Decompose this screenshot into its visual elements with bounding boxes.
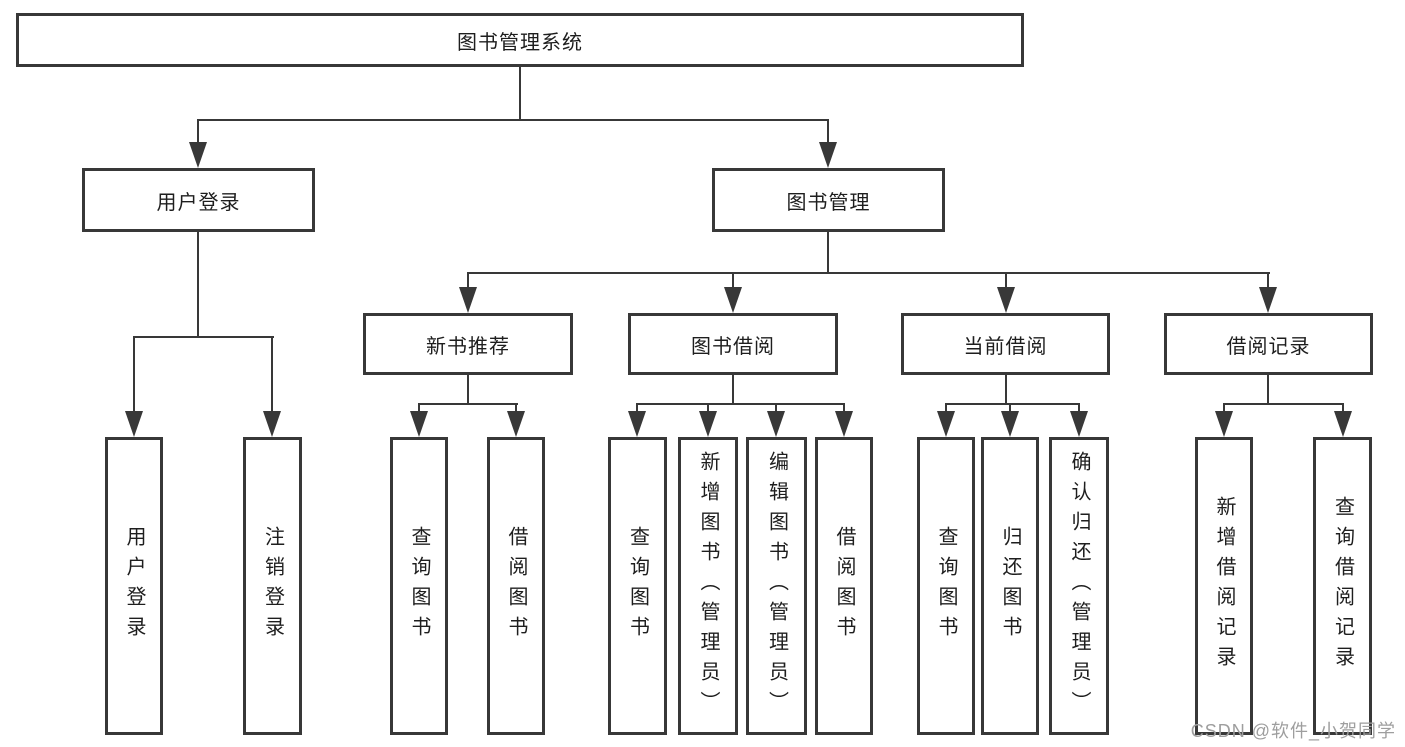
leaf-borrow-books-borrowing-label: 借阅图书 [833,526,855,646]
leaf-confirm-return-admin: 确认归还（管理员） [1049,437,1109,735]
leaf-query-books-recommend-label: 查询图书 [408,526,430,646]
connector-user-login-rail [133,336,274,338]
connector-user-login-stem [197,232,199,338]
connector-drop-query-recommend [418,403,420,417]
connector-drop-leaf-logout [271,336,273,416]
leaf-query-borrow-record: 查询借阅记录 [1313,437,1372,735]
leaf-return-books: 归还图书 [981,437,1039,735]
arrow-icon-book-borrowing [724,287,742,313]
leaf-borrow-books-recommend-label: 借阅图书 [505,526,527,646]
connector-book-borrowing-rail [636,403,845,405]
connector-drop-borrowing-records [1267,272,1269,294]
arrow-icon-new-book [459,287,477,313]
leaf-edit-books-admin-label: 编辑图书（管理员） [765,451,788,721]
leaf-borrow-books-borrowing: 借阅图书 [815,437,873,735]
arrow-icon-current-borrowing [997,287,1015,313]
connector-root-stem [519,67,521,120]
leaf-user-login: 用户登录 [105,437,163,735]
connector-current-borrowing-stem [1005,375,1007,405]
leaf-query-books-recommend: 查询图书 [390,437,448,735]
leaf-user-login-label: 用户登录 [123,526,145,646]
leaf-add-borrow-record-label: 新增借阅记录 [1213,496,1235,676]
leaf-add-books-admin-label: 新增图书（管理员） [697,451,719,721]
arrow-icon-query-borrowing [628,411,646,437]
arrow-icon-query-recommend [410,411,428,437]
connector-drop-borrow-borrowing [843,403,845,417]
arrow-icon-leaf-logout [263,411,281,437]
connector-drop-book-management [827,119,829,151]
node-book-borrowing: 图书借阅 [628,313,838,375]
connector-drop-new-book [467,272,469,294]
leaf-borrow-books-recommend: 借阅图书 [487,437,545,735]
connector-drop-user-login [197,119,199,151]
connector-book-management-stem [827,232,829,274]
connector-current-borrowing-rail [945,403,1080,405]
connector-drop-query-current [945,403,947,417]
connector-drop-query-record [1342,403,1344,417]
arrow-icon-query-current [937,411,955,437]
arrow-icon-edit-books [767,411,785,437]
connector-book-borrowing-stem [732,375,734,405]
leaf-query-books-borrowing-label: 查询图书 [626,526,649,646]
leaf-query-books-borrowing: 查询图书 [608,437,667,735]
connector-level3-rail [467,272,1270,274]
leaf-query-books-current: 查询图书 [917,437,975,735]
arrow-icon-query-record [1334,411,1352,437]
leaf-edit-books-admin: 编辑图书（管理员） [746,437,807,735]
connector-borrowing-records-rail [1223,403,1343,405]
node-root: 图书管理系统 [16,13,1024,67]
connector-drop-return-books [1009,403,1011,417]
connector-drop-edit-books [775,403,777,417]
leaf-query-books-current-label: 查询图书 [935,526,957,646]
connector-drop-current-borrowing [1005,272,1007,294]
connector-drop-leaf-user-login [133,336,135,416]
arrow-icon-confirm-return [1070,411,1088,437]
leaf-return-books-label: 归还图书 [999,526,1021,646]
leaf-add-borrow-record: 新增借阅记录 [1195,437,1253,735]
connector-new-book-stem [467,375,469,405]
arrow-icon-leaf-user-login [125,411,143,437]
arrow-icon-borrowing-records [1259,287,1277,313]
connector-drop-borrow-recommend [515,403,517,417]
connector-level2-rail [197,119,829,121]
arrow-icon-borrow-recommend [507,411,525,437]
node-current-borrowing: 当前借阅 [901,313,1110,375]
arrow-icon-return-books [1001,411,1019,437]
leaf-logout-label: 注销登录 [261,526,284,646]
connector-drop-add-record [1223,403,1225,417]
arrow-icon-borrow-borrowing [835,411,853,437]
connector-drop-book-borrowing [732,272,734,294]
arrow-icon-book-management [819,142,837,168]
leaf-confirm-return-admin-label: 确认归还（管理员） [1068,451,1090,721]
connector-drop-query-borrowing [636,403,638,417]
arrow-icon-user-login [189,142,207,168]
connector-drop-confirm-return [1078,403,1080,417]
node-book-management: 图书管理 [712,168,945,232]
leaf-add-books-admin: 新增图书（管理员） [678,437,738,735]
leaf-logout: 注销登录 [243,437,302,735]
csdn-watermark: CSDN @软件_小贺同学 [1190,721,1396,741]
connector-new-book-rail [418,403,518,405]
leaf-query-borrow-record-label: 查询借阅记录 [1331,496,1354,676]
connector-drop-add-books [707,403,709,417]
arrow-icon-add-books [699,411,717,437]
arrow-icon-add-record [1215,411,1233,437]
node-user-login: 用户登录 [82,168,315,232]
connector-borrowing-records-stem [1267,375,1269,405]
node-borrowing-records: 借阅记录 [1164,313,1373,375]
node-new-book-recommendation: 新书推荐 [363,313,573,375]
